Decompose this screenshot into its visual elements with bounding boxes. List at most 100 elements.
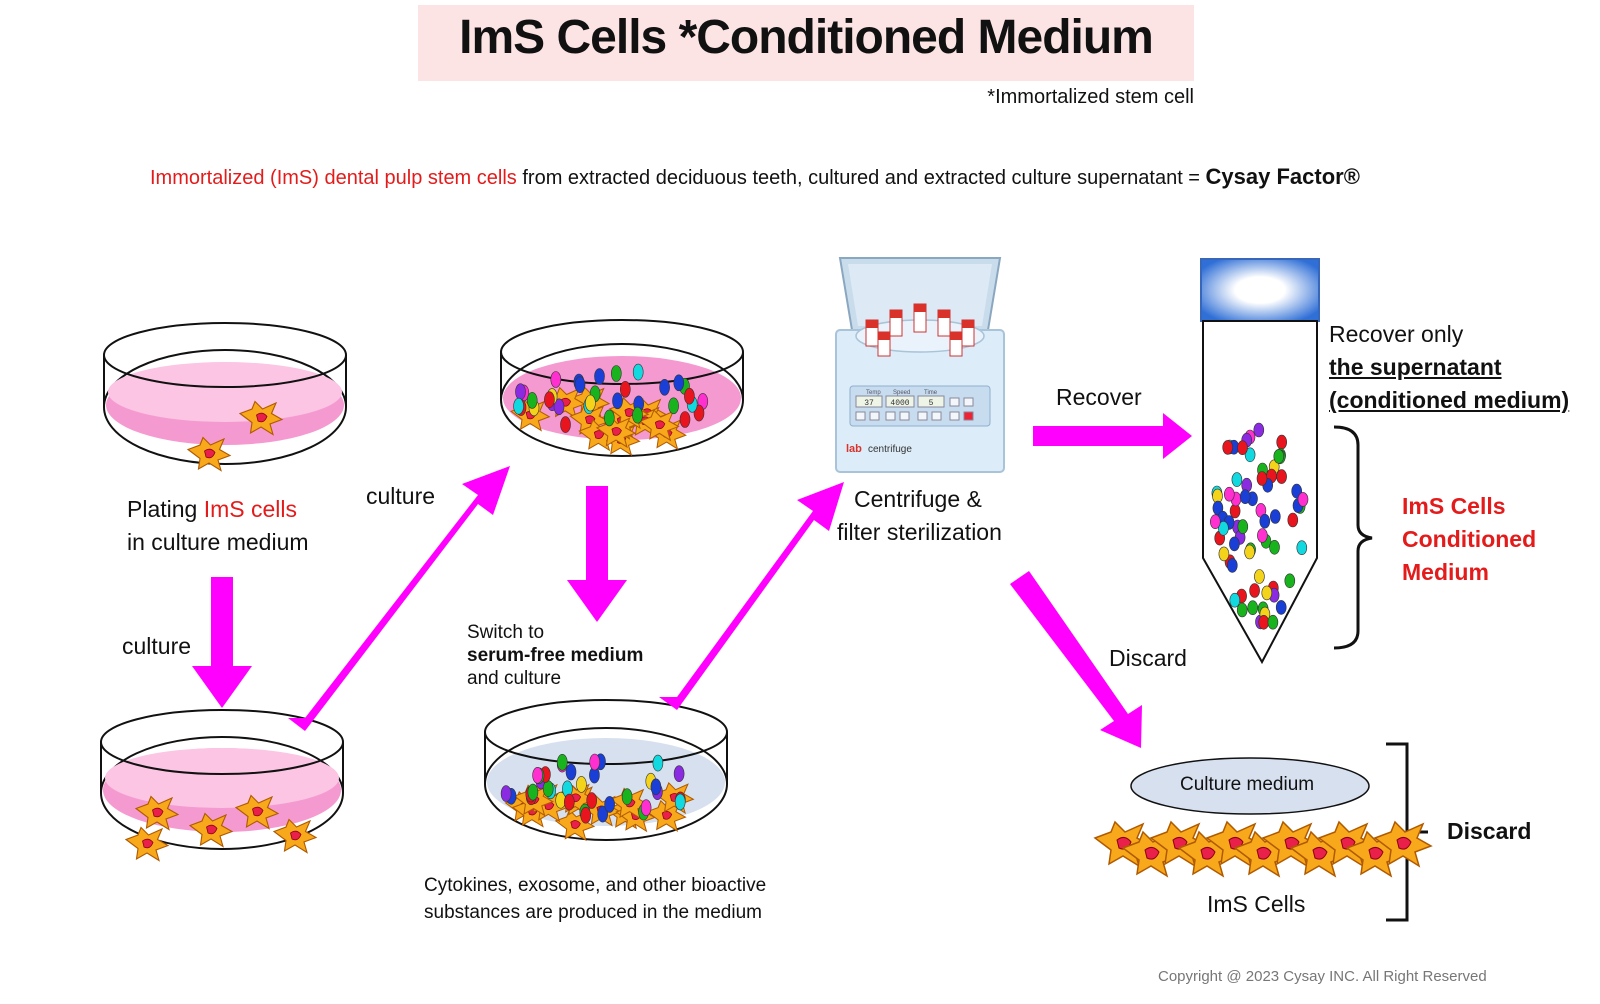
intro-text: Immortalized (ImS) dental pulp stem cell… bbox=[150, 164, 1360, 190]
bioactive-particle bbox=[1276, 469, 1287, 484]
bioactive-particle bbox=[1273, 449, 1285, 464]
bioactive-particle bbox=[563, 793, 575, 811]
title-footnote: *Immortalized stem cell bbox=[987, 86, 1194, 108]
supernatant-label-1: the supernatant bbox=[1329, 354, 1502, 380]
intro-body: from extracted deciduous teeth, cultured… bbox=[516, 167, 1206, 189]
bioactive-particle bbox=[632, 363, 644, 381]
bioactive-particle bbox=[1247, 600, 1258, 616]
title-banner bbox=[418, 5, 1194, 81]
switch-label-3: and culture bbox=[467, 668, 562, 689]
bioactive-particle bbox=[1210, 514, 1221, 530]
centrifuge-machine: Temp Speed Time 37 4000 5 lab centrifuge bbox=[835, 257, 1005, 473]
arrow-up-2 bbox=[659, 482, 844, 710]
bioactive-particle bbox=[640, 799, 652, 817]
flow-arrows bbox=[192, 413, 1192, 748]
plating-label-2: in culture medium bbox=[127, 529, 309, 555]
bioactive-particle bbox=[612, 392, 623, 410]
recover-arrow-label: Recover bbox=[1056, 384, 1142, 410]
bioactive-particle bbox=[580, 806, 592, 824]
bioactive-particle bbox=[1254, 569, 1265, 584]
bioactive-particle bbox=[1229, 536, 1240, 552]
bioactive-particle bbox=[1249, 583, 1260, 598]
bioactive-particle bbox=[1237, 519, 1249, 534]
centrifuge-tubes bbox=[865, 303, 975, 357]
centrifuge-label-1: Centrifuge & bbox=[854, 486, 982, 512]
bioactive-particle bbox=[673, 374, 685, 392]
bioactive-particle bbox=[674, 793, 686, 811]
bioactive-particle bbox=[565, 763, 577, 781]
discard-label: Discard bbox=[1447, 818, 1532, 844]
bioactive-particle bbox=[603, 409, 615, 427]
result-label-1: ImS Cells bbox=[1402, 493, 1506, 519]
culture-label-up: culture bbox=[366, 483, 436, 509]
bioactive-particle bbox=[553, 398, 565, 416]
bioactive-particle bbox=[1257, 528, 1268, 543]
bioactive-particle bbox=[632, 406, 643, 424]
bioactive-particle bbox=[1244, 544, 1255, 560]
bioactive-particle bbox=[1287, 512, 1299, 528]
panel-value: 37 bbox=[864, 399, 874, 408]
bioactive-particle bbox=[1224, 486, 1235, 502]
bioactive-particle bbox=[532, 766, 543, 784]
bioactive-particle bbox=[597, 805, 609, 823]
bioactive-particle bbox=[673, 765, 685, 783]
produced-label-2: substances are produced in the medium bbox=[424, 902, 762, 923]
bioactive-particle bbox=[604, 796, 615, 813]
bioactive-particle bbox=[650, 778, 662, 796]
arrow-recover bbox=[1033, 413, 1192, 459]
produced-label-1: Cytokines, exosome, and other bioactive bbox=[424, 875, 767, 896]
arrow-up-1 bbox=[288, 466, 510, 731]
discard-arrow-label: Discard bbox=[1109, 645, 1187, 671]
panel-header: Speed bbox=[893, 390, 910, 396]
bioactive-particle bbox=[1244, 447, 1256, 463]
brace-conditioned bbox=[1333, 425, 1373, 650]
dish-expanded bbox=[100, 709, 344, 862]
switch-label-1: Switch to bbox=[467, 622, 545, 643]
bioactive-particle bbox=[619, 380, 631, 398]
bioactive-particle bbox=[1269, 539, 1280, 555]
bioactive-particle bbox=[1297, 492, 1309, 507]
dish-plating bbox=[103, 322, 347, 472]
result-label-2: Conditioned bbox=[1402, 526, 1537, 552]
centrifuge-brand: centrifuge bbox=[868, 444, 912, 455]
panel-value: 4000 bbox=[890, 399, 909, 408]
bioactive-particle bbox=[1239, 489, 1251, 505]
bioactive-particle bbox=[1256, 471, 1268, 486]
bioactive-particle bbox=[1236, 602, 1248, 618]
bioactive-particle bbox=[1222, 440, 1233, 455]
bioactive-particle bbox=[610, 365, 622, 382]
bioactive-particle bbox=[1276, 434, 1287, 450]
bioactive-particle bbox=[1296, 540, 1308, 556]
conical-tube bbox=[1200, 258, 1320, 665]
bioactive-particle bbox=[1231, 472, 1243, 487]
culture-label-down: culture bbox=[122, 633, 192, 659]
bioactive-particle bbox=[1253, 422, 1265, 438]
bioactive-particle bbox=[1218, 520, 1229, 536]
supernatant-label-2: (conditioned medium) bbox=[1329, 387, 1570, 413]
bioactive-particle bbox=[652, 754, 664, 772]
culture-medium-label: Culture medium bbox=[1180, 774, 1315, 795]
bioactive-particle bbox=[621, 788, 633, 806]
bioactive-particle bbox=[556, 753, 568, 771]
bioactive-particle bbox=[1270, 509, 1281, 524]
bioactive-particle bbox=[1275, 600, 1287, 615]
bioactive-particle bbox=[679, 411, 691, 428]
recover-only-label: Recover only bbox=[1329, 321, 1464, 347]
intro-red: Immortalized (ImS) dental pulp stem cell… bbox=[150, 167, 517, 189]
bioactive-particle bbox=[526, 392, 538, 409]
discard-pile bbox=[1094, 757, 1432, 877]
panel-header: Time bbox=[924, 390, 938, 396]
plating-label: Plating ImS cells bbox=[127, 496, 298, 522]
bioactive-particle bbox=[1237, 440, 1248, 456]
bioactive-particle bbox=[1261, 585, 1273, 601]
bioactive-particle bbox=[594, 368, 605, 385]
dish-serum-free bbox=[484, 699, 728, 841]
bioactive-particle bbox=[500, 785, 512, 802]
panel-header: Temp bbox=[866, 390, 881, 396]
centrifuge-logo-mark: lab bbox=[846, 443, 862, 455]
copyright: Copyright @ 2023 Cysay INC. All Right Re… bbox=[1158, 968, 1487, 985]
bioactive-particle bbox=[1229, 592, 1241, 608]
bioactive-particle bbox=[1212, 500, 1224, 516]
arrow-discard bbox=[1010, 571, 1142, 748]
